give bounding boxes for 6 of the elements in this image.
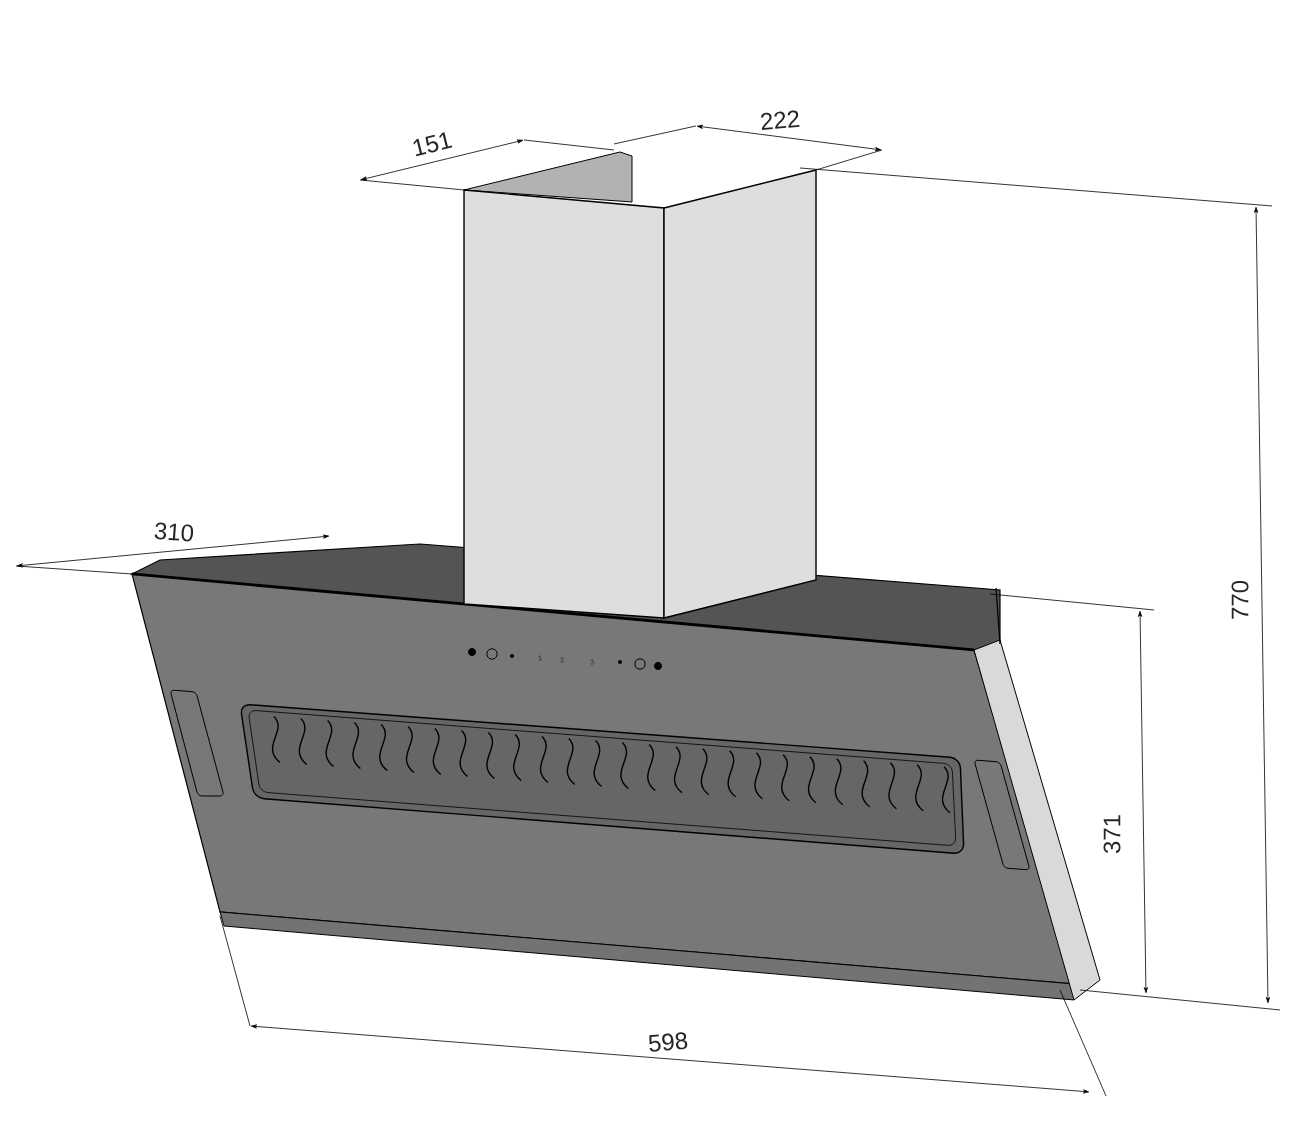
dimension-label: 770 — [1231, 580, 1249, 619]
dimension-label: 151 — [413, 132, 453, 157]
dimension-label: 371 — [1103, 815, 1121, 854]
dimension-label: 598 — [649, 1032, 688, 1052]
dimension-label: 310 — [154, 522, 194, 542]
dimension-label: 222 — [761, 110, 800, 130]
